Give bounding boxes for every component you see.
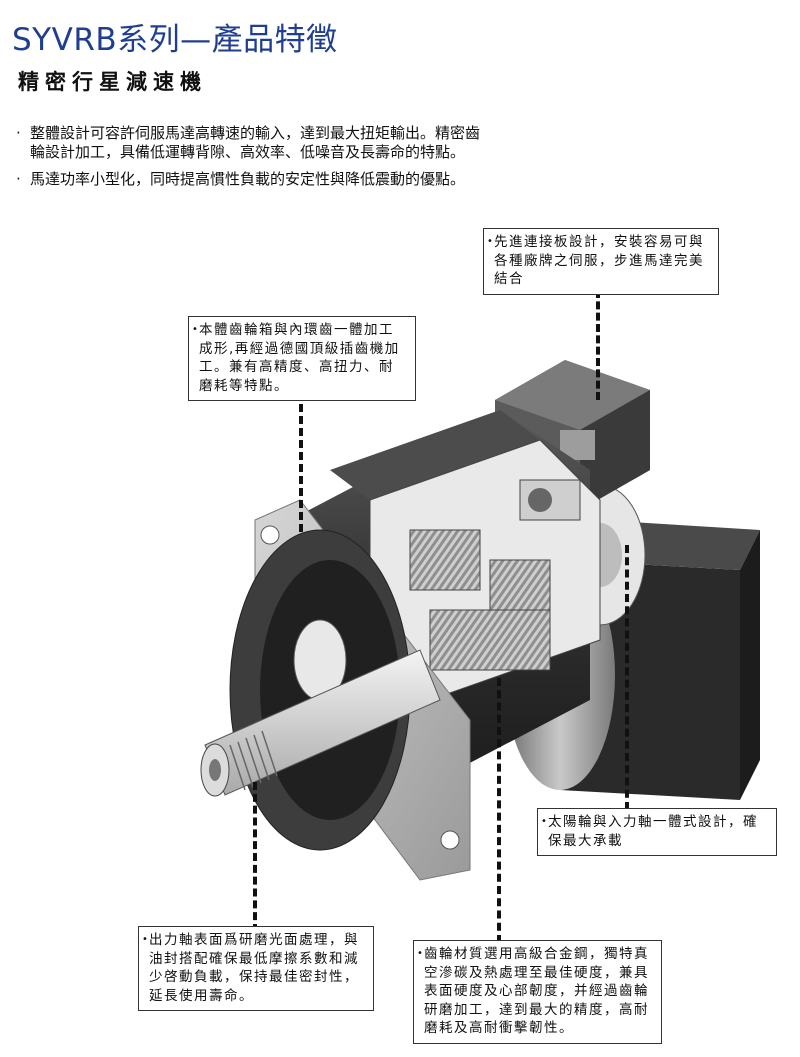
callout-gear-material: 齒輪材質選用高級合金鋼，獨特真空滲碳及熱處理至最佳硬度，兼具表面硬度及心部韌度，… [413,940,662,1044]
callout-gearbox-body: 本體齒輪箱與內環齒一體加工成形,再經過德國頂級插齒機加工。兼有高精度、高扭力、耐… [188,316,416,401]
leader-sun-gear [625,545,629,810]
output-shaft [200,649,441,797]
leader-gearbox-body [299,392,303,532]
feature-item: 馬達功率小型化，同時提高慣性負載的安定性與降低震動的優點。 [16,170,486,189]
callout-sun-gear: 太陽輪與入力軸一體式設計，確保最大承載 [537,808,777,856]
callout-adapter-plate: 先進連接板設計，安裝容易可與各種廠牌之伺服，步進馬達完美結合 [483,228,719,295]
page-title: SYVRB系列—產品特徵 [12,22,338,58]
feature-list: 整體設計可容許伺服馬達高轉速的輸入，達到最大扭矩輸出。精密齒輪設計加工，具備低運… [16,124,486,197]
leader-adapter-plate [596,290,600,400]
leader-gear-material [497,678,501,943]
feature-item: 整體設計可容許伺服馬達高轉速的輸入，達到最大扭矩輸出。精密齒輪設計加工，具備低運… [16,124,486,162]
leader-output-shaft [253,782,257,932]
callout-output-shaft: 出力軸表面爲研磨光面處理，與油封搭配確保最低摩擦系數和減少啓動負載，保持最佳密封… [138,926,374,1011]
page-subtitle: 精密行星減速機 [18,70,207,94]
